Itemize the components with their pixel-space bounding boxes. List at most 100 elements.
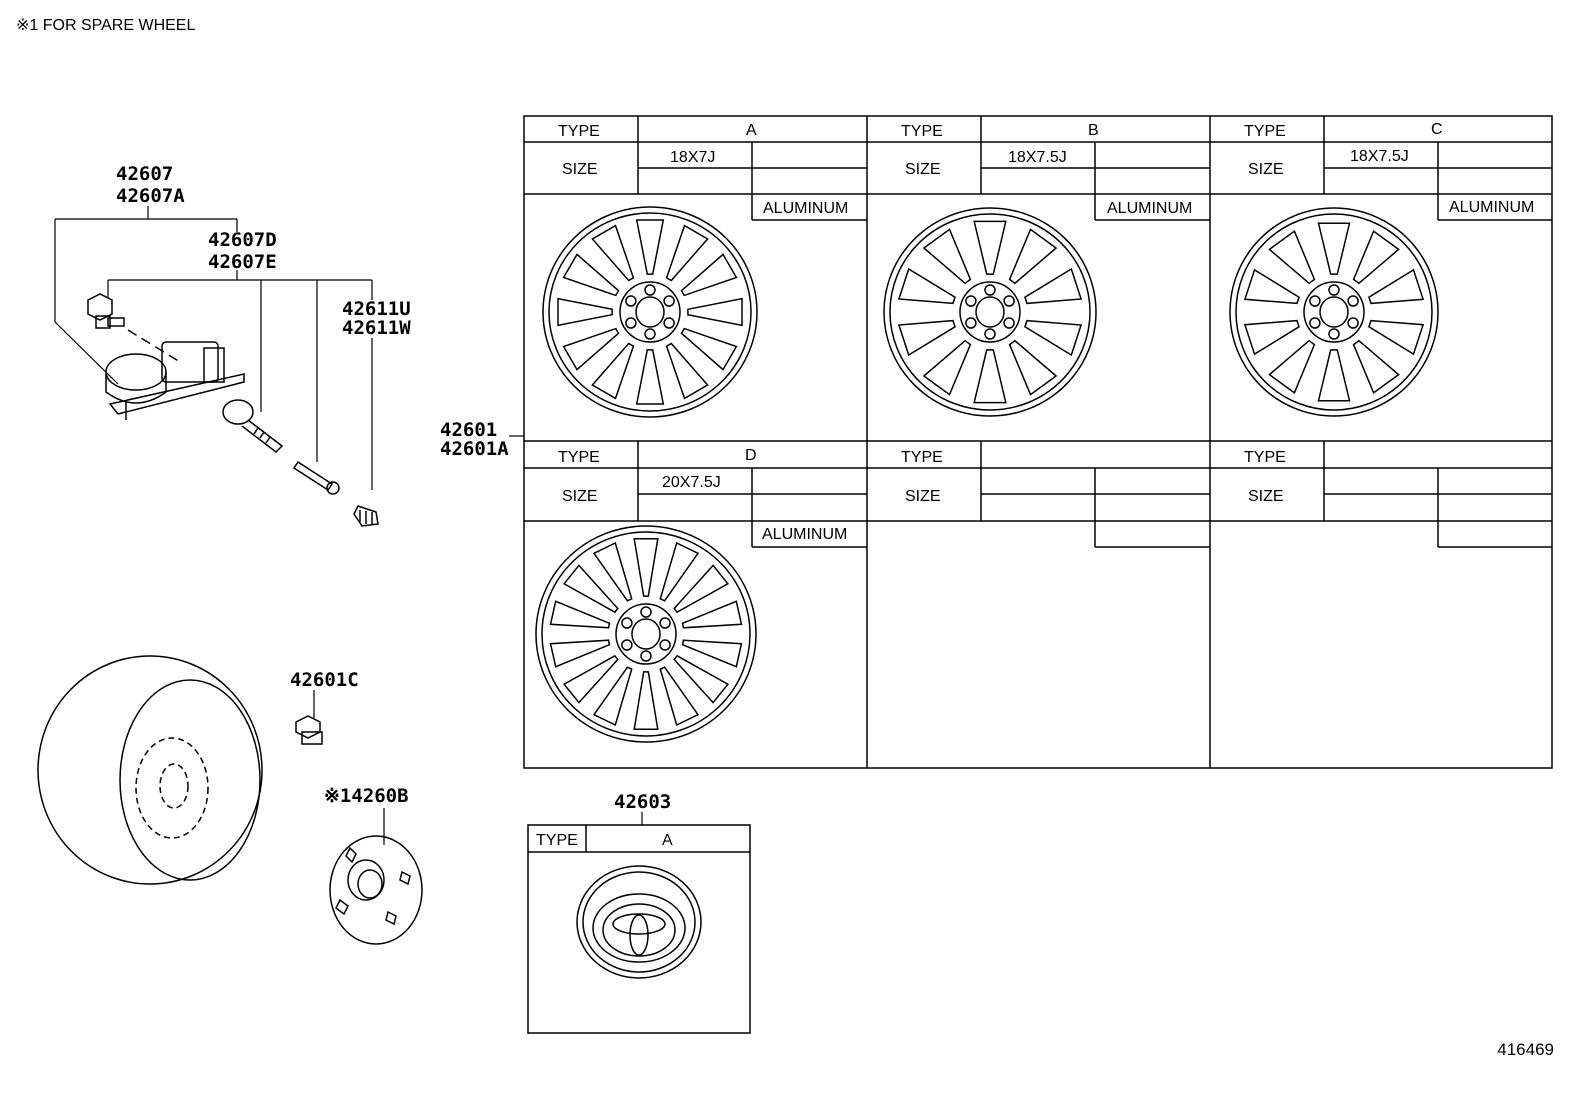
material-b: ALUMINUM bbox=[1107, 200, 1192, 217]
size-label-c: SIZE bbox=[1248, 161, 1284, 178]
part-number-42601c: 42601C bbox=[290, 669, 359, 691]
spare-wheel-note: ※1 FOR SPARE WHEEL bbox=[16, 17, 196, 34]
wheel-window bbox=[1008, 228, 1058, 285]
ornament-table: TYPE A bbox=[527, 824, 751, 1034]
type-label-b: TYPE bbox=[901, 123, 943, 140]
wheel-window bbox=[665, 342, 709, 400]
size-label-d: SIZE bbox=[562, 488, 598, 505]
wheel-window bbox=[659, 541, 700, 602]
wheel-window bbox=[1352, 339, 1400, 394]
wheel-window bbox=[897, 267, 956, 305]
wheel-window bbox=[549, 600, 611, 629]
wheel-window bbox=[922, 339, 972, 396]
toyota-logo-horizontal bbox=[612, 913, 666, 935]
type-label-a: TYPE bbox=[558, 123, 600, 140]
wheel-window bbox=[897, 319, 956, 357]
wheel-table bbox=[523, 115, 1553, 769]
size-label-a: SIZE bbox=[562, 161, 598, 178]
wheel-window bbox=[562, 564, 619, 614]
wheel-window bbox=[973, 220, 1007, 275]
wheel-window bbox=[562, 327, 620, 371]
wheel-window bbox=[1243, 319, 1300, 356]
ornament-type-label: TYPE bbox=[536, 832, 578, 849]
wheel-drawings bbox=[535, 206, 1439, 743]
wheel-window bbox=[1368, 268, 1425, 305]
wheel-window bbox=[1352, 230, 1400, 285]
wheel-window bbox=[1317, 222, 1351, 275]
wheel-window bbox=[1243, 268, 1300, 305]
wheel-window bbox=[681, 639, 743, 668]
size-value-a: 18X7J bbox=[670, 149, 715, 166]
wheel-window bbox=[1024, 267, 1083, 305]
ornament-type-value: A bbox=[662, 832, 673, 849]
wheel-window bbox=[680, 253, 738, 297]
material-a: ALUMINUM bbox=[763, 200, 848, 217]
wheel-window bbox=[549, 639, 611, 668]
part-number-42607e: 42607E bbox=[208, 251, 277, 273]
size-value-c: 18X7.5J bbox=[1350, 148, 1409, 165]
valve-stem bbox=[222, 399, 284, 453]
wheel-type-c bbox=[1229, 207, 1439, 417]
size-value-d: 20X7.5J bbox=[662, 474, 721, 491]
wheel-window bbox=[665, 224, 709, 282]
wheel-window bbox=[1024, 319, 1083, 357]
type-label-e: TYPE bbox=[901, 449, 943, 466]
wheel-window bbox=[1317, 349, 1351, 402]
wheel-window bbox=[635, 349, 665, 405]
hub-nut bbox=[295, 715, 323, 745]
wheel-window bbox=[592, 666, 633, 727]
size-label-e: SIZE bbox=[905, 488, 941, 505]
tpms-screw bbox=[87, 293, 181, 363]
part-number-42611u: 42611U bbox=[342, 298, 411, 320]
wheel-window bbox=[562, 253, 620, 297]
type-value-b: B bbox=[1088, 122, 1099, 139]
part-number-14260b: ※14260B bbox=[324, 785, 409, 807]
wheel-window bbox=[681, 600, 743, 629]
toyota-logo-outer bbox=[602, 903, 676, 957]
wheel-window bbox=[557, 297, 613, 327]
wheel-type-a bbox=[542, 206, 758, 418]
wheel-window bbox=[673, 564, 730, 614]
wheel-window bbox=[1268, 230, 1316, 285]
material-d: ALUMINUM bbox=[762, 526, 847, 543]
toyota-logo-vertical bbox=[629, 914, 649, 956]
type-label-c: TYPE bbox=[1244, 123, 1286, 140]
type-value-a: A bbox=[746, 122, 757, 139]
type-label-f: TYPE bbox=[1244, 449, 1286, 466]
spare-tire bbox=[37, 655, 263, 885]
wheel-window bbox=[922, 228, 972, 285]
wheel-window bbox=[1268, 339, 1316, 394]
valve-cap bbox=[353, 505, 379, 527]
wheel-window bbox=[659, 666, 700, 727]
material-c: ALUMINUM bbox=[1449, 199, 1534, 216]
valve-core bbox=[292, 460, 340, 495]
toyota-center-cap bbox=[576, 865, 702, 979]
wheel-window bbox=[633, 537, 659, 597]
part-number-42607d: 42607D bbox=[208, 229, 277, 251]
wheel-window bbox=[591, 224, 635, 282]
type-value-d: D bbox=[745, 447, 757, 464]
wheel-window bbox=[1368, 319, 1425, 356]
size-value-b: 18X7.5J bbox=[1008, 149, 1067, 166]
wheel-window bbox=[635, 219, 665, 275]
wheel-window bbox=[633, 671, 659, 731]
wheel-window bbox=[673, 654, 730, 704]
tpms-sensor bbox=[105, 341, 245, 420]
spare-wheel-cap bbox=[329, 835, 423, 945]
size-label-b: SIZE bbox=[905, 161, 941, 178]
part-number-42611w: 42611W bbox=[342, 317, 411, 339]
type-label-d: TYPE bbox=[558, 449, 600, 466]
type-value-c: C bbox=[1431, 121, 1443, 138]
wheel-window bbox=[562, 654, 619, 704]
wheel-type-d bbox=[535, 525, 757, 743]
part-number-42607: 42607 bbox=[116, 163, 173, 185]
part-number-42601a: 42601A bbox=[440, 438, 509, 460]
wheel-window bbox=[973, 349, 1007, 404]
wheel-window bbox=[687, 297, 743, 327]
part-number-42607a: 42607A bbox=[116, 185, 185, 207]
wheel-window bbox=[1008, 339, 1058, 396]
wheel-window bbox=[591, 342, 635, 400]
part-number-42601: 42601 bbox=[440, 419, 497, 441]
leader-lines bbox=[54, 206, 643, 845]
